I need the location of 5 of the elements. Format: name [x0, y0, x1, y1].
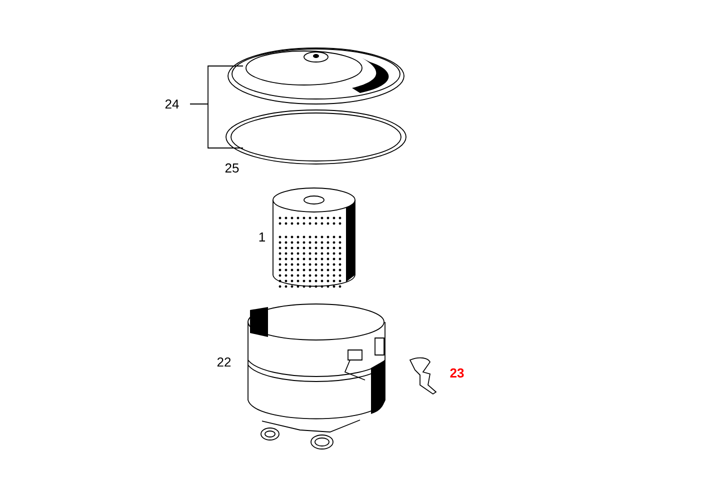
callout-number: 25: [225, 163, 239, 173]
callout-number: 23: [450, 368, 464, 378]
callout-number: 1: [259, 232, 265, 242]
callout-number: 24: [165, 99, 179, 109]
callout-number: 22: [217, 357, 231, 367]
